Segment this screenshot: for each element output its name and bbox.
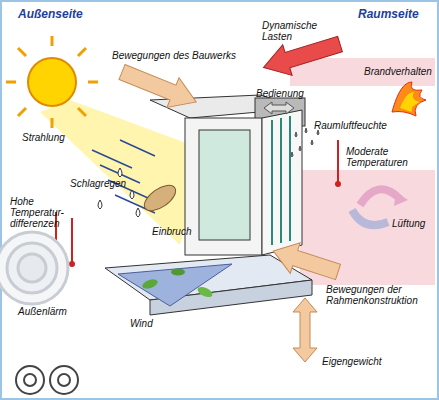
noise-ring: [0, 232, 68, 304]
rain-drops: [98, 168, 140, 217]
load-label: Bewegungen der Rahmenkonstruktion: [326, 284, 436, 306]
side-heading: Außenseite: [18, 8, 118, 21]
load-label: Außenlärm: [18, 306, 88, 317]
noise-ring: [18, 254, 46, 282]
wind-flow: [118, 264, 232, 306]
humidity-drops: [291, 128, 319, 157]
load-label: Wind: [130, 318, 170, 329]
thermometer-bulb: [69, 261, 75, 267]
load-label: Eigengewicht: [322, 356, 402, 367]
load-label: Raumluftfeuchte: [314, 120, 404, 131]
leaf: [171, 269, 185, 276]
sun: [28, 58, 76, 106]
load-label: Brandverhalten: [364, 66, 439, 77]
movement-arrow: [116, 57, 202, 117]
flame-core: [400, 92, 420, 112]
tire-hub: [58, 374, 70, 386]
weight-arrow: [293, 298, 317, 362]
sun-rays: [6, 36, 98, 128]
leaf: [141, 278, 159, 291]
glass-pane: [199, 130, 250, 240]
load-label: Schlagregen: [70, 178, 140, 189]
burglary-tool: [140, 180, 180, 215]
radiation-beam: [40, 100, 205, 245]
frame-side: [262, 110, 302, 255]
load-label: Strahlung: [22, 132, 92, 143]
load-label: Moderate Temperaturen: [346, 146, 426, 168]
load-label: Einbruch: [152, 226, 212, 237]
thermometer-bulb: [335, 181, 341, 187]
load-label: Bewegungen des Bauwerks: [112, 50, 252, 61]
tire: [50, 366, 78, 394]
flame: [392, 82, 426, 116]
tire-hub: [24, 374, 36, 386]
load-label: Bedienung: [256, 88, 326, 99]
load-label: Lüftung: [392, 218, 437, 229]
side-heading: Raumseite: [358, 8, 438, 21]
ventilation-head: [394, 192, 408, 206]
ventilation-swirl: [352, 210, 388, 225]
leaf: [196, 285, 214, 299]
load-label: Dynamische Lasten: [262, 20, 332, 42]
operation-arrow: [264, 102, 294, 114]
frame-movement-arrow: [268, 236, 343, 287]
noise-ring: [7, 243, 57, 293]
window-frame: [185, 118, 262, 255]
ventilation-swirl: [360, 189, 400, 205]
tire: [16, 366, 44, 394]
glazing-layers: [272, 116, 290, 245]
load-label: Hohe Temperatur- differenzen: [10, 196, 70, 229]
thermometer: [337, 140, 339, 182]
